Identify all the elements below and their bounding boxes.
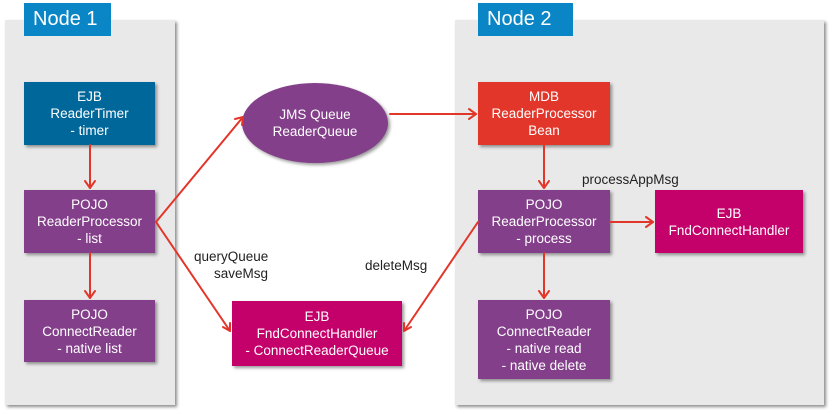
component-detail: - timer xyxy=(70,123,109,138)
component-type: JMS Queue xyxy=(279,107,351,122)
edge-label-process-app-msg: processAppMsg xyxy=(582,172,679,187)
component-detail: - native list xyxy=(57,340,122,356)
component-type: POJO xyxy=(71,306,108,322)
jms-reader-queue[interactable]: JMS Queue ReaderQueue xyxy=(242,83,388,163)
component-detail: - ConnectReaderQueue xyxy=(245,343,389,358)
component-type: POJO xyxy=(525,306,563,322)
ejb-fnd-connect-handler-middle[interactable]: EJB FndConnectHandler - ConnectReaderQue… xyxy=(232,301,402,366)
component-name: ConnectReader xyxy=(42,323,137,339)
component-name: ConnectReader xyxy=(496,323,592,339)
component-name: FndConnectHandler xyxy=(256,326,378,341)
component-name: ReaderTimer xyxy=(50,106,129,121)
component-type: EJB xyxy=(716,205,742,221)
arrowhead xyxy=(403,322,412,332)
arrowhead xyxy=(222,322,231,332)
ejb-fnd-connect-handler-node2[interactable]: EJB FndConnectHandler xyxy=(655,190,803,253)
component-detail: - process xyxy=(516,231,572,246)
pojo-connect-reader-node2[interactable]: POJO ConnectReader - native read - nativ… xyxy=(478,300,610,379)
component-detail: - native read xyxy=(506,340,582,356)
pojo-reader-processor-node2[interactable]: POJO ReaderProcessor - process xyxy=(478,190,610,253)
component-type: EJB xyxy=(77,89,102,104)
component-detail: - native delete xyxy=(501,357,587,373)
component-detail: Bean xyxy=(528,123,560,138)
ejb-reader-timer[interactable]: EJB ReaderTimer - timer xyxy=(24,82,155,145)
node-1-label: Node 1 xyxy=(24,3,111,36)
pojo-connect-reader-node1[interactable]: POJO ConnectReader - native list xyxy=(24,300,155,362)
mdb-reader-processor-bean[interactable]: MDB ReaderProcessor Bean xyxy=(478,82,610,145)
component-type: POJO xyxy=(525,197,563,212)
edge-label-delete-msg: deleteMsg xyxy=(365,258,428,273)
component-type: EJB xyxy=(304,309,330,324)
node-2-label: Node 2 xyxy=(478,3,573,36)
component-name: ReaderProcessor xyxy=(491,106,597,121)
component-detail: - list xyxy=(77,231,102,246)
component-type: POJO xyxy=(71,197,108,212)
edge-label-query-queue: queryQueue xyxy=(194,249,269,264)
edge-label-save-msg: saveMsg xyxy=(214,266,269,281)
component-type: MDB xyxy=(529,89,559,104)
pojo-reader-processor-node1[interactable]: POJO ReaderProcessor - list xyxy=(24,190,155,253)
component-name: FndConnectHandler xyxy=(668,222,790,238)
component-name: ReaderProcessor xyxy=(36,214,143,229)
component-name: ReaderProcessor xyxy=(491,214,597,229)
component-name: ReaderQueue xyxy=(272,124,358,139)
